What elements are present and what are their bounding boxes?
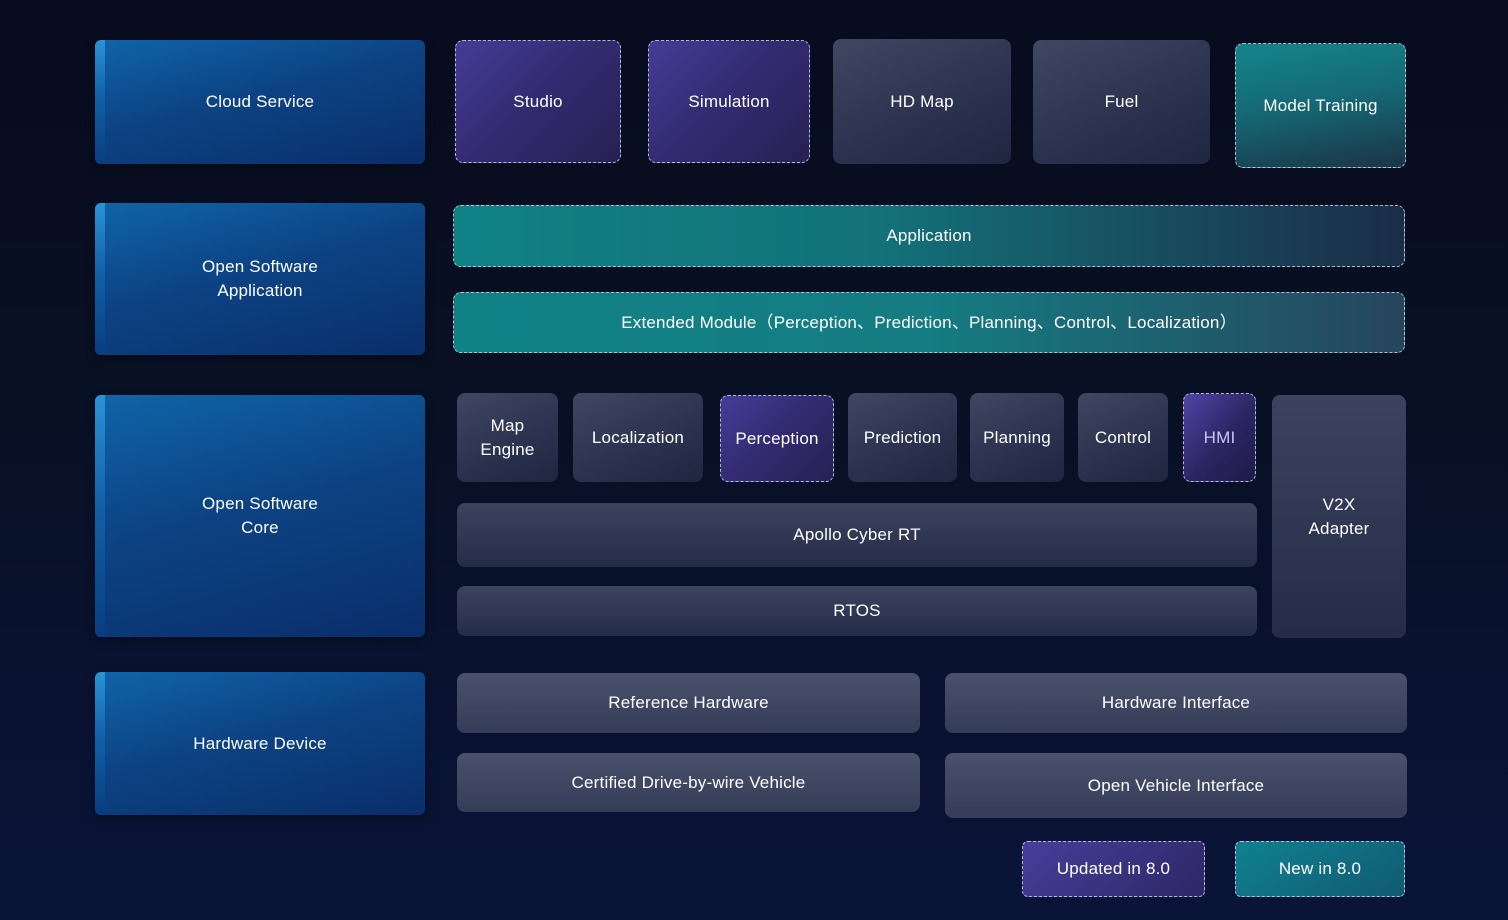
category-cloud-service: Cloud Service (95, 40, 425, 164)
bar-apollo-cyber-rt: Apollo Cyber RT (457, 503, 1257, 567)
accent-strip (95, 40, 105, 164)
bar-reference-hardware: Reference Hardware (457, 673, 920, 733)
box-v2x-adapter: V2X Adapter (1272, 395, 1406, 638)
box-studio-label: Studio (513, 91, 563, 111)
category-open-software-application-label: Open Software Application (202, 257, 318, 300)
bar-hardware-interface-label: Hardware Interface (1101, 693, 1251, 713)
accent-strip (95, 203, 105, 355)
category-open-software-application: Open Software Application (95, 203, 425, 355)
legend-updated-label: Updated in 8.0 (1056, 859, 1171, 879)
bar-hardware-interface: Hardware Interface (945, 673, 1407, 733)
module-prediction-label: Prediction (863, 427, 942, 447)
box-simulation-label: Simulation (688, 91, 770, 111)
category-open-software-core: Open Software Core (95, 395, 425, 637)
box-fuel-label: Fuel (1104, 92, 1139, 112)
module-planning: Planning (970, 393, 1064, 482)
bar-certified-drive-by-wire-vehicle: Certified Drive-by-wire Vehicle (457, 753, 920, 812)
bar-extended-module: Extended Module（Perception、Prediction、Pl… (453, 292, 1405, 353)
module-localization: Localization (573, 393, 703, 482)
box-fuel: Fuel (1033, 40, 1210, 164)
module-control: Control (1078, 393, 1168, 482)
module-localization-label: Localization (591, 427, 685, 447)
box-hd-map-label: HD Map (890, 91, 954, 111)
bar-open-vehicle-interface-label: Open Vehicle Interface (1087, 775, 1265, 795)
bar-rtos-label: RTOS (833, 601, 881, 621)
module-map-engine-label: Map Engine (480, 415, 535, 459)
bar-apollo-cyber-rt-label: Apollo Cyber RT (793, 525, 921, 545)
category-hardware-device: Hardware Device (95, 672, 425, 815)
category-open-software-core-label: Open Software Core (202, 494, 318, 537)
category-cloud-service-label: Cloud Service (205, 92, 315, 112)
bar-reference-hardware-label: Reference Hardware (608, 693, 769, 713)
module-hmi: HMI (1183, 393, 1256, 482)
bar-certified-drive-by-wire-vehicle-label: Certified Drive-by-wire Vehicle (571, 772, 806, 792)
category-hardware-device-label: Hardware Device (193, 733, 327, 753)
bar-open-vehicle-interface: Open Vehicle Interface (945, 753, 1407, 818)
bar-application: Application (453, 205, 1405, 267)
box-simulation: Simulation (648, 40, 810, 163)
box-model-training-label: Model Training (1263, 95, 1378, 115)
module-control-label: Control (1094, 427, 1152, 447)
box-hd-map: HD Map (833, 39, 1011, 164)
module-perception-label: Perception (735, 428, 819, 448)
bar-extended-module-label: Extended Module（Perception、Prediction、Pl… (621, 312, 1237, 332)
legend-updated: Updated in 8.0 (1022, 841, 1205, 897)
box-studio: Studio (455, 40, 621, 163)
bar-application-label: Application (886, 226, 972, 246)
module-prediction: Prediction (848, 393, 957, 482)
box-model-training: Model Training (1235, 43, 1406, 168)
module-hmi-label: HMI (1203, 427, 1236, 447)
accent-strip (95, 395, 105, 637)
bar-rtos: RTOS (457, 586, 1257, 636)
module-perception: Perception (720, 395, 834, 482)
accent-strip (95, 672, 105, 815)
module-map-engine: Map Engine (457, 393, 558, 482)
module-planning-label: Planning (983, 427, 1051, 447)
box-v2x-adapter-label: V2X Adapter (1308, 494, 1370, 538)
legend-new-label: New in 8.0 (1278, 859, 1362, 879)
legend-new: New in 8.0 (1235, 841, 1405, 897)
